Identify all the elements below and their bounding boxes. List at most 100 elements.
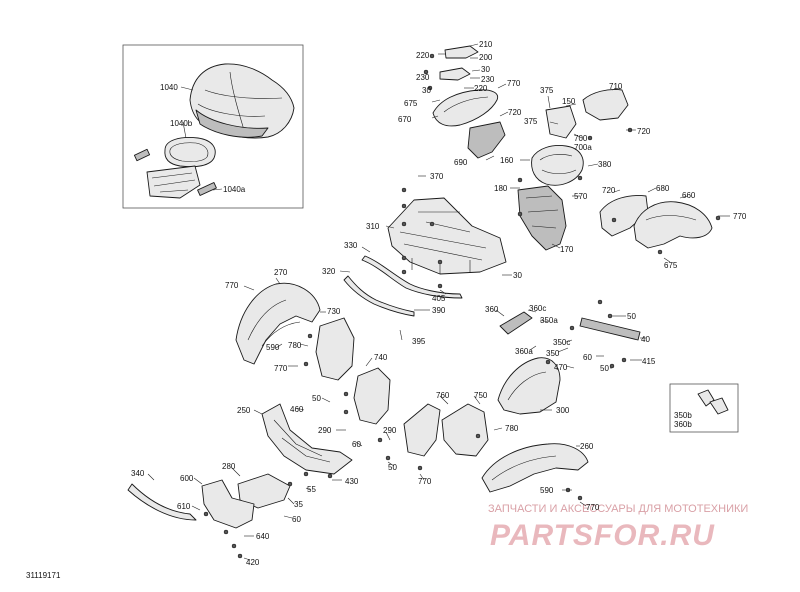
panel-760	[403, 403, 441, 457]
callout-label: 1040b	[170, 119, 193, 128]
panel-740	[353, 367, 391, 425]
front-left-panels	[235, 282, 391, 425]
callout-label: 720	[508, 108, 522, 117]
callout-label: 780	[505, 424, 519, 433]
callout-label: 50	[312, 394, 321, 403]
callout-label: 770	[274, 364, 288, 373]
callout-label: 170	[560, 245, 574, 254]
center-lower-panels	[403, 311, 641, 493]
callout-label: 590	[540, 486, 554, 495]
callout-label: 415	[642, 357, 656, 366]
callout-label: 600	[180, 474, 194, 483]
seat-subassembly: 1040 1040b 1040a	[122, 44, 304, 209]
rear-rack	[387, 197, 507, 275]
callout-label: 60	[352, 440, 361, 449]
callout-label: 770	[225, 281, 239, 290]
bracket-360	[499, 311, 533, 335]
callout-label: 60	[292, 515, 301, 524]
callout-label: 50	[388, 463, 397, 472]
callout-label: 1040	[160, 83, 178, 92]
callout-label: 160	[500, 156, 514, 165]
callout-label: 30	[422, 86, 431, 95]
callout-label: 350a	[540, 316, 558, 325]
callout-label: 375	[524, 117, 538, 126]
detail-box	[669, 383, 739, 433]
callout-label: 220	[416, 51, 430, 60]
hardware-detail-box	[669, 383, 739, 433]
callout-label: 375	[540, 86, 554, 95]
panel-730	[315, 317, 355, 381]
callout-label: 780	[288, 341, 302, 350]
rail-320	[343, 275, 415, 317]
callout-label: 690	[454, 158, 468, 167]
seat-latch-right	[197, 182, 217, 196]
bracket-part	[517, 185, 567, 251]
callout-label: 395	[412, 337, 426, 346]
hand-cover-part	[444, 45, 479, 59]
leader-lines	[147, 43, 730, 561]
callout-label: 310	[366, 222, 380, 231]
callout-label: 270	[274, 268, 288, 277]
callout-label: 180	[494, 184, 508, 193]
rail-330	[361, 255, 463, 299]
callout-label: 405	[432, 294, 446, 303]
callout-label: 470	[554, 363, 568, 372]
callout-label: 30	[481, 65, 490, 74]
callout-label: 770	[507, 79, 521, 88]
callout-label: 710	[609, 82, 623, 91]
right-side-panels	[599, 195, 713, 249]
rails	[343, 255, 463, 317]
fascia-250	[261, 403, 353, 475]
callout-label: 590	[266, 343, 280, 352]
callout-label: 680	[656, 184, 670, 193]
fender-260	[481, 443, 589, 493]
callout-label: 50	[627, 312, 636, 321]
callout-label: 340	[131, 469, 145, 478]
callout-label: 300	[556, 406, 570, 415]
callout-label: 430	[345, 477, 359, 486]
fasteners	[203, 53, 721, 559]
callout-label: 220	[474, 84, 488, 93]
seat-base-part	[195, 109, 269, 138]
gauge-support-part	[467, 121, 506, 159]
callout-label: 330	[344, 241, 358, 250]
callout-label: 360b	[674, 420, 692, 429]
callout-label: 460	[290, 405, 304, 414]
watermark-tagline: ЗАПЧАСТИ И АКСЕССУАРЫ ДЛЯ МОТОТЕХНИКИ	[488, 503, 748, 515]
callout-label: 370	[430, 172, 444, 181]
callout-label: 200	[479, 53, 493, 62]
callout-label: 150	[562, 97, 576, 106]
fender-270	[235, 282, 321, 365]
callout-label: 760	[436, 391, 450, 400]
callout-label: 290	[318, 426, 332, 435]
callout-label: 350	[546, 349, 560, 358]
watermark: ЗАПЧАСТИ И АКСЕССУАРЫ ДЛЯ МОТОТЕХНИКИ PA…	[488, 503, 748, 552]
lower-left-fascia	[127, 403, 353, 529]
callout-label: 230	[481, 75, 495, 84]
callout-label: 320	[322, 267, 336, 276]
callout-label: 230	[416, 73, 430, 82]
callout-label: 350c	[553, 338, 570, 347]
callout-label: 750	[474, 391, 488, 400]
callout-label: 670	[398, 115, 412, 124]
callout-label: 360c	[529, 304, 546, 313]
callout-label: 350b	[674, 411, 692, 420]
seat-latch-left	[133, 148, 151, 162]
bar-40	[579, 317, 641, 341]
callout-label: 720	[602, 186, 616, 195]
callout-label: 770	[733, 212, 747, 221]
upper-console-group	[432, 45, 629, 251]
callout-label: 700a	[574, 143, 592, 152]
callout-label: 55	[307, 485, 316, 494]
callout-label: 40	[641, 335, 650, 344]
callout-label: 290	[383, 426, 397, 435]
deflector-part	[582, 89, 629, 121]
front-nose-300	[497, 357, 561, 415]
seat-frame-box	[122, 44, 304, 209]
diagram-code: 31119171	[26, 571, 61, 580]
callout-label: 280	[222, 462, 236, 471]
handlebar-cover-part	[432, 89, 499, 127]
callout-label: 250	[237, 406, 251, 415]
callout-label: 390	[432, 306, 446, 315]
